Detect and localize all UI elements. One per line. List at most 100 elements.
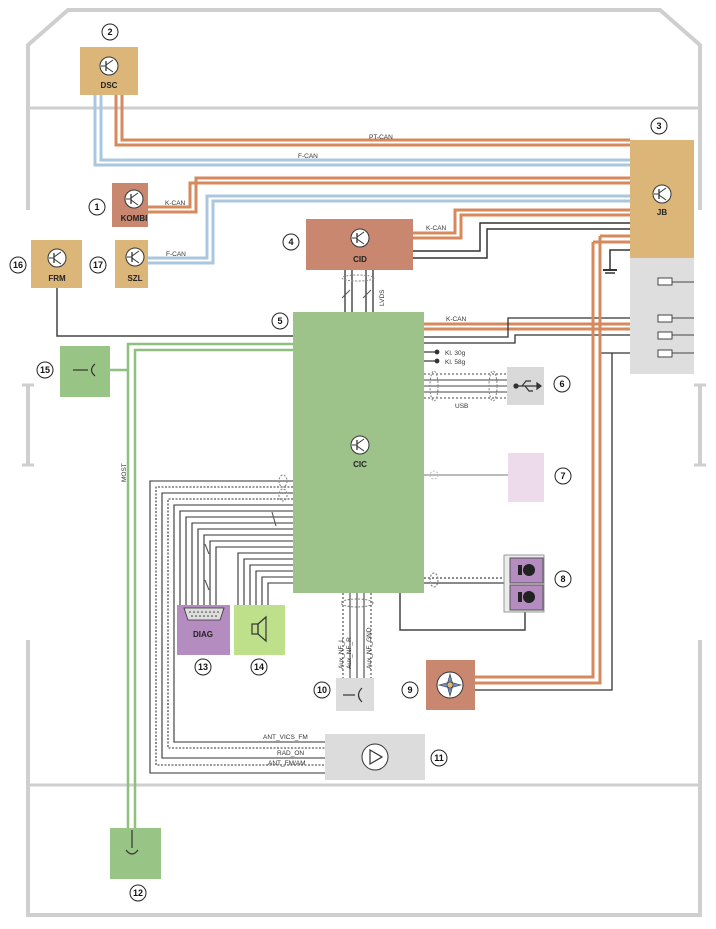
mic-wires — [399, 572, 526, 631]
callout-13: 13 — [194, 658, 212, 676]
diag-port-icon — [183, 607, 225, 621]
jb-label: JB — [657, 208, 667, 217]
transistor-icon — [350, 435, 370, 455]
k-can-cid-label: K-CAN — [426, 225, 447, 232]
callout-3: 3 — [650, 117, 668, 135]
pt-can-wires — [114, 95, 630, 147]
callout-14: 14 — [250, 658, 268, 676]
callout-13-text: 13 — [198, 662, 208, 672]
most-terminal-box — [110, 828, 161, 879]
most-label: MOST — [121, 463, 128, 482]
callout-9: 9 — [401, 681, 419, 699]
callout-5-text: 5 — [277, 316, 282, 326]
usb-wires — [424, 370, 507, 402]
f-can-wires — [93, 95, 630, 167]
aux-wires — [340, 593, 374, 678]
transistor-icon — [124, 189, 144, 209]
fuse-icons — [657, 277, 694, 358]
transistor-icon — [99, 56, 119, 76]
callout-6-text: 6 — [559, 379, 564, 389]
speaker-module — [234, 605, 285, 655]
most-connector-box — [60, 346, 110, 397]
compass-icon — [436, 671, 464, 699]
callout-15: 15 — [36, 361, 54, 379]
fiber-end-icon — [125, 830, 139, 855]
cid-module: CID — [306, 219, 413, 270]
callout-11-text: 11 — [434, 753, 444, 763]
callout-9-text: 9 — [407, 685, 412, 695]
aux-input-box — [336, 678, 374, 711]
callout-10-text: 10 — [317, 685, 327, 695]
frm-label: FRM — [48, 274, 66, 283]
aux-nf-r-label: Aux_NF_R — [346, 637, 353, 669]
callout-11: 11 — [430, 749, 448, 767]
lvds-label: LVDS — [379, 289, 386, 306]
dsc-label: DSC — [101, 81, 118, 90]
k-can-cic-wires — [424, 317, 660, 354]
ant-vics-fm-label: ANT_VICS_FM — [263, 734, 308, 741]
callout-7: 7 — [554, 467, 572, 485]
kombi-label: KOMBI — [121, 214, 148, 223]
navigation-antenna-module — [426, 660, 475, 710]
speaker-icon — [251, 615, 267, 643]
microphone-box — [503, 554, 545, 613]
diag-label: DIAG — [193, 630, 213, 639]
szl-label: SZL — [127, 274, 142, 283]
usb-box — [507, 367, 544, 405]
transistor-icon — [125, 247, 145, 267]
callout-6: 6 — [553, 375, 571, 393]
kl58g-label: Kl. 58g — [445, 359, 466, 366]
callout-15-text: 15 — [40, 365, 50, 375]
callout-16-text: 16 — [13, 260, 23, 270]
transistor-icon — [350, 228, 370, 248]
microphone-icon — [518, 564, 535, 603]
pt-can-label: PT-CAN — [369, 134, 393, 141]
callout-12-text: 12 — [133, 888, 143, 898]
usb-label: USB — [455, 403, 468, 410]
callout-7-text: 7 — [560, 471, 565, 481]
pink-box-wire — [424, 470, 508, 480]
callout-2-text: 2 — [107, 27, 112, 37]
diag-connector: DIAG — [177, 605, 230, 655]
callout-16: 16 — [9, 256, 27, 274]
k-can-cic-label: K-CAN — [446, 316, 467, 323]
frm-module: FRM — [31, 240, 82, 288]
callout-8: 8 — [554, 570, 572, 588]
pink-module — [508, 453, 544, 502]
transistor-icon — [47, 248, 67, 268]
f-can-label: F-CAN — [298, 153, 318, 160]
usb-icon — [513, 380, 542, 392]
lvds-breaks — [341, 274, 375, 299]
amplifier-box — [325, 734, 425, 780]
kombi-module: KOMBI — [112, 183, 148, 227]
callout-8-text: 8 — [560, 574, 565, 584]
k-can-kombi-label: K-CAN — [165, 200, 186, 207]
callout-17: 17 — [89, 256, 107, 274]
antenna-dark-wires — [475, 353, 613, 691]
transistor-icon — [652, 184, 672, 204]
ant-fm-am-label: ANT_FM/AM — [268, 760, 306, 767]
cid-label: CID — [353, 255, 367, 264]
jb-module: JB — [630, 140, 694, 374]
callout-2: 2 — [101, 23, 119, 41]
f-can-szl-wires — [148, 194, 630, 265]
f-can-szl-label: F-CAN — [166, 251, 186, 258]
fiber-jack-icon — [73, 363, 96, 377]
callout-14-text: 14 — [254, 662, 264, 672]
szl-module: SZL — [115, 240, 148, 288]
callout-4: 4 — [282, 233, 300, 251]
vehicle-outline — [22, 8, 706, 917]
callout-5: 5 — [271, 312, 289, 330]
frm-cic-wire — [56, 288, 293, 337]
callout-12: 12 — [129, 884, 147, 902]
callout-4-text: 4 — [288, 237, 293, 247]
kl-wires — [424, 349, 440, 364]
aux-nf-l-label: Aux_NF_L — [338, 638, 345, 669]
cic-module: CIC — [293, 312, 424, 593]
most-fibers — [93, 342, 293, 828]
callout-10: 10 — [313, 681, 331, 699]
rad-on-label: RAD_ON — [277, 750, 304, 757]
dsc-module: DSC — [80, 47, 138, 95]
antenna-can-wires — [475, 236, 602, 685]
